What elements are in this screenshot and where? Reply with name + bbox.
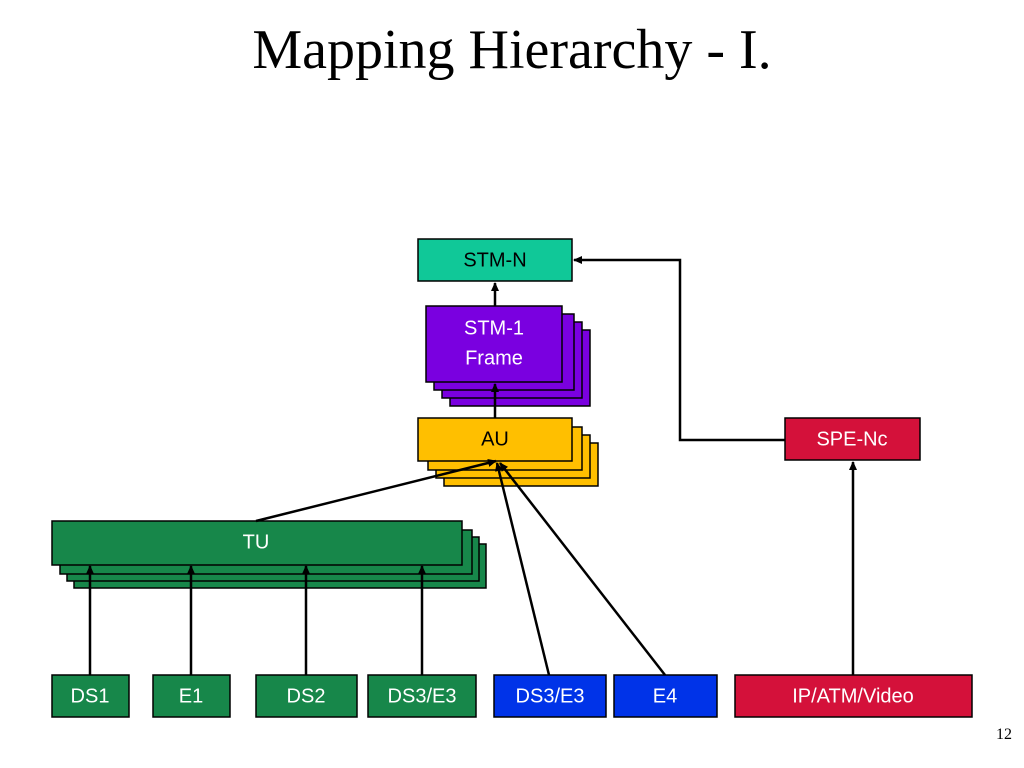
arrow-e4-to-au — [499, 462, 666, 676]
source-e1-label: E1 — [179, 685, 203, 707]
spe-nc-box — [784, 417, 921, 461]
page-number: 12 — [996, 726, 1012, 743]
stm-n-box — [417, 238, 573, 282]
tu-label: TU — [243, 531, 270, 553]
stm-1-frame-label-line2: Frame — [465, 347, 523, 369]
stm-n-label: STM-N — [463, 249, 526, 271]
stm-1-frame-box — [425, 305, 563, 383]
source-ds1-box — [51, 674, 130, 718]
au-box — [417, 417, 573, 462]
source-ds3-e3-blue-label: DS3/E3 — [516, 685, 585, 707]
source-e4-label: E4 — [653, 685, 677, 707]
slide-title: Mapping Hierarchy - I. — [252, 19, 772, 81]
arrow-ds3-e3-blue-to-au — [495, 462, 551, 676]
source-ds1-label: DS1 — [71, 685, 110, 707]
source-ds2-label: DS2 — [287, 685, 326, 707]
source-ds2-box — [255, 674, 358, 718]
source-ds3-e3-blue-box — [493, 674, 607, 718]
source-ip-atm-video-label: IP/ATM/Video — [792, 685, 914, 707]
source-e1-box — [152, 674, 231, 718]
source-ds3-e3-green-label: DS3/E3 — [388, 685, 457, 707]
arrow-tu-to-au — [255, 459, 497, 523]
arrow-spe-nc-to-stm-n — [573, 256, 785, 442]
source-ds3-e3-green-box — [367, 674, 477, 718]
stm-1-frame-label-line1: STM-1 — [464, 317, 524, 339]
source-e4-box — [613, 674, 718, 718]
spe-nc-label: SPE-Nc — [816, 428, 887, 450]
au-label: AU — [481, 428, 509, 450]
tu-box — [51, 520, 463, 566]
